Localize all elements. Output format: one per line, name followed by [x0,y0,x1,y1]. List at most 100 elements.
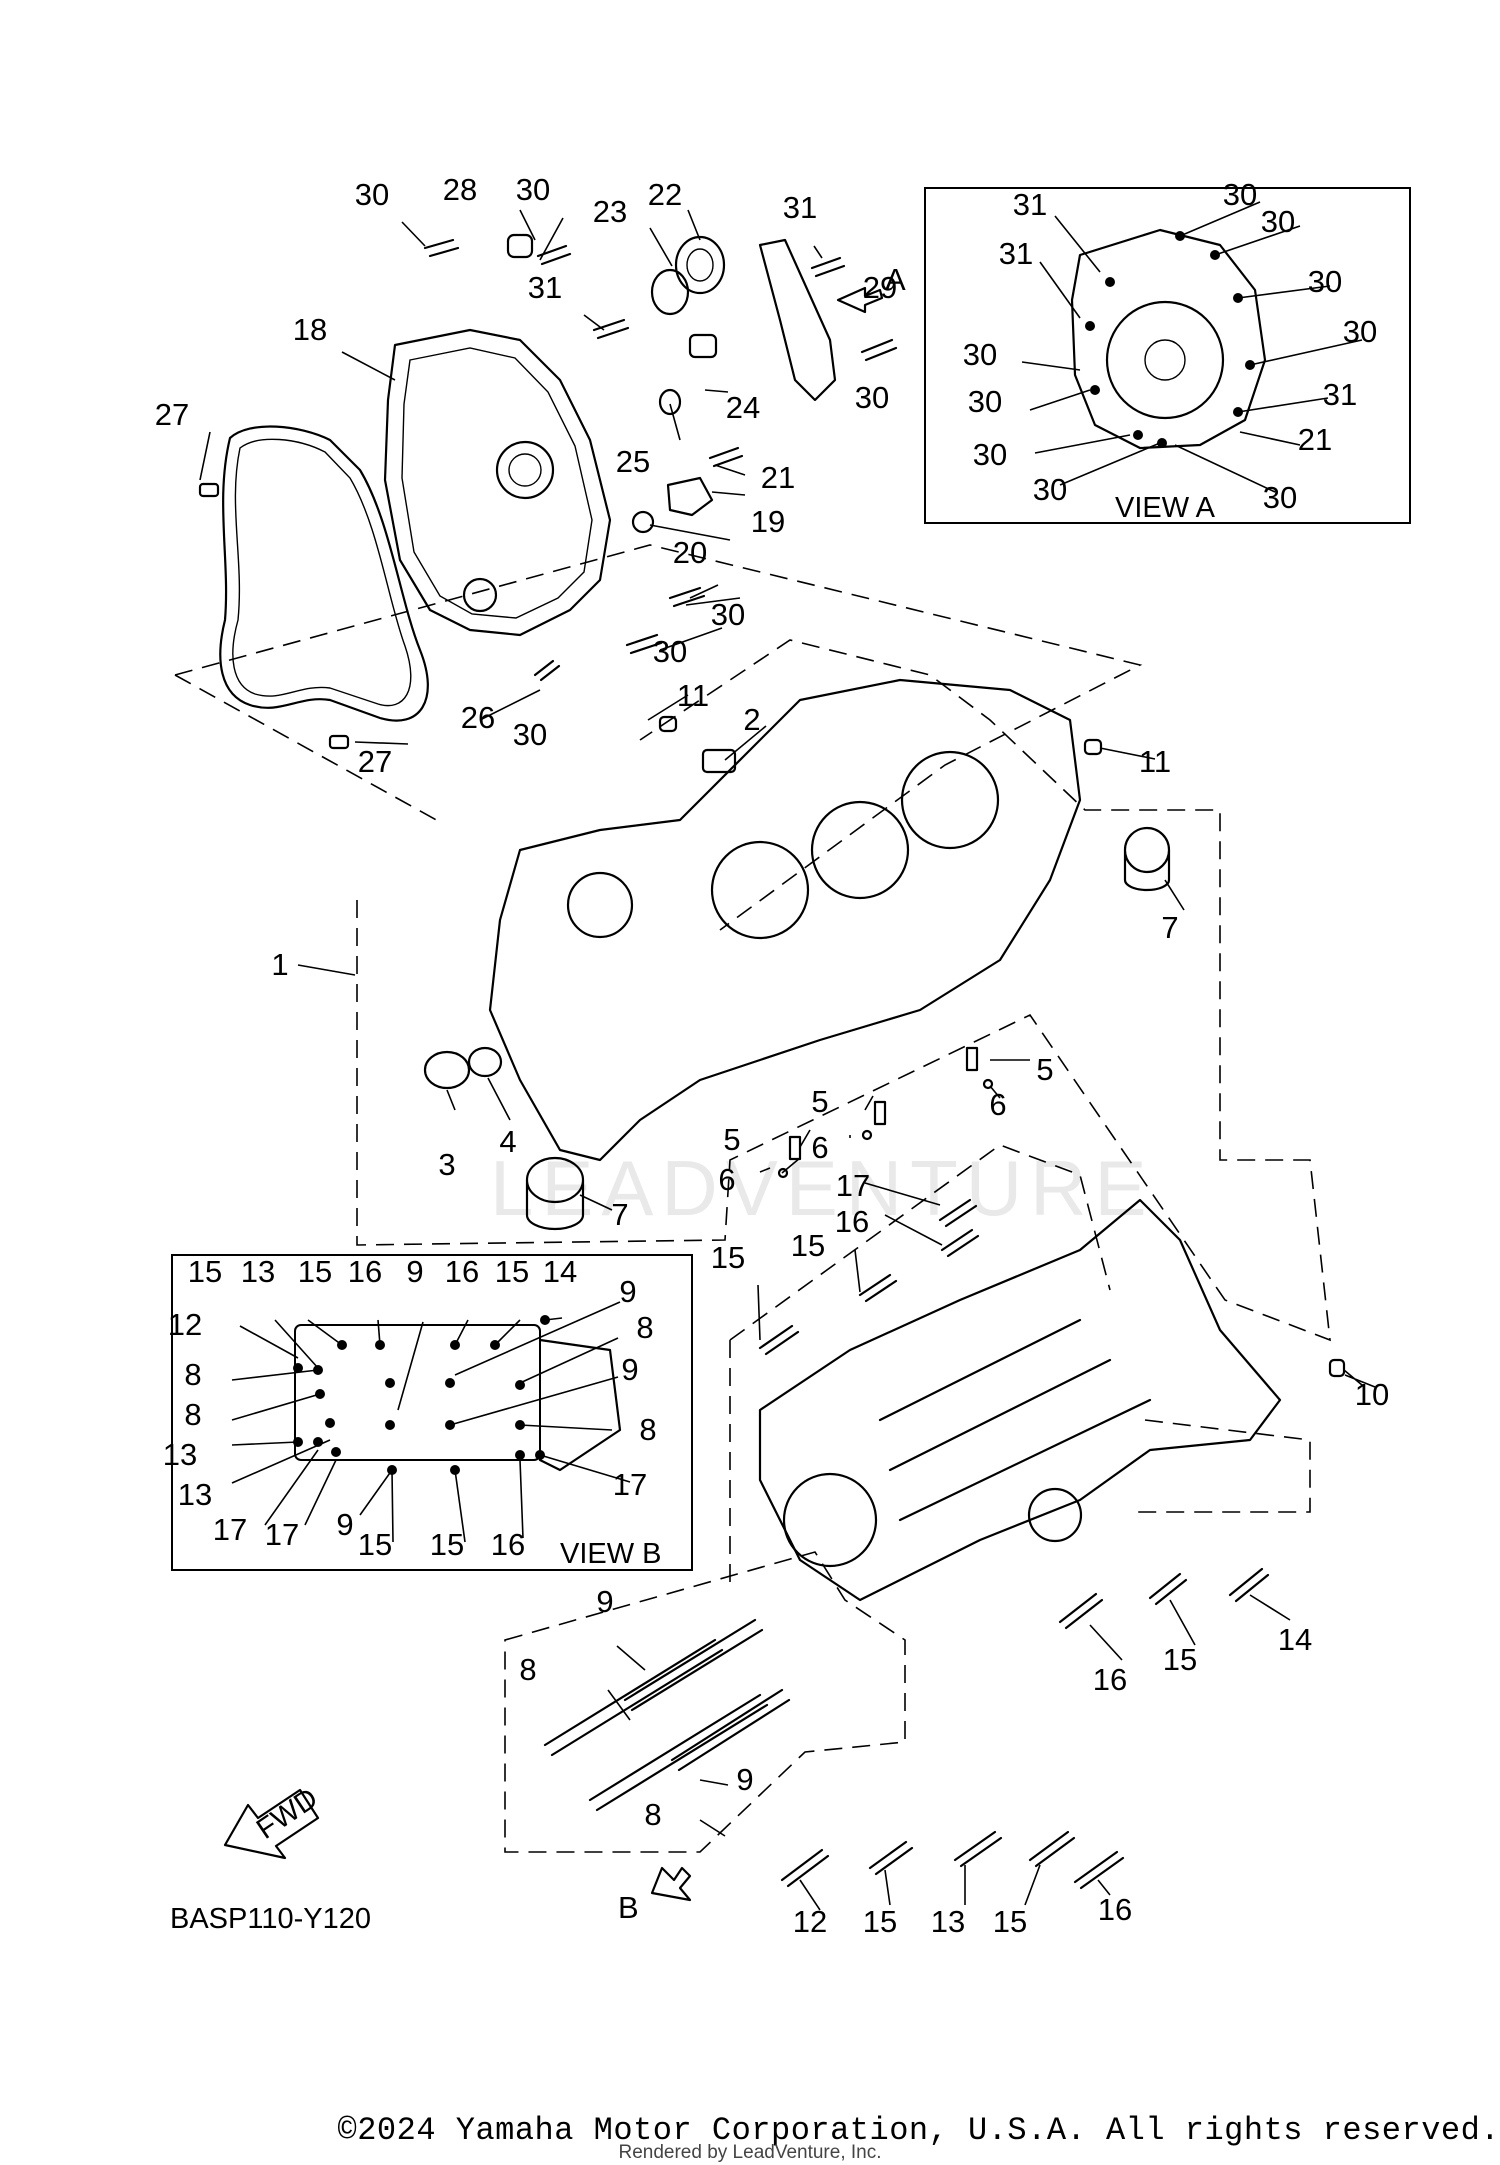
arrow-b-icon [650,1866,692,1902]
view-b-leaders [231,1301,631,1543]
dot [1105,277,1115,287]
callout-number: 15 [863,1904,897,1939]
callout-number: 5 [723,1122,740,1157]
dot [1090,385,1100,395]
callout-number: 19 [751,504,785,539]
callout-number: 9 [406,1254,423,1289]
callout-number: 16 [348,1254,382,1289]
cylinder-bore-2 [810,800,910,900]
lower-crankcase [758,1198,1346,1602]
callout-number: 11 [1139,744,1171,779]
callout-number: 18 [293,312,327,347]
view-b-case [294,1324,541,1461]
view-a-bolt-dots [1085,231,1255,448]
bolt-15-d [868,1840,914,1876]
rendered-by-notice: Rendered by LeadVenture, Inc. [618,2142,882,2163]
callout-number: 28 [443,172,477,207]
callout-number: 15 [298,1254,332,1289]
lower-crankcase-webs [878,1318,1152,1522]
callout-number: 11 [677,678,709,713]
callout-number: 30 [513,717,547,752]
dowel-pin-bottom [328,734,350,750]
callout-number: 26 [461,700,495,735]
callout-number: 29 [863,270,897,305]
gasket-inner [232,438,412,707]
callout-number: 30 [973,437,1007,472]
callout-number: 9 [619,1274,636,1309]
cover-boss-inner [508,453,542,487]
callout-number: 30 [1308,264,1342,299]
callout-number: 17 [613,1467,647,1502]
bolt-16-c [1073,1850,1125,1890]
bolt-15-b [758,1324,800,1356]
dowel-11-a [658,715,678,733]
crank-seal [1027,1487,1083,1543]
o-ring-20 [631,510,655,534]
callout-number: 5 [811,1084,828,1119]
arrow-a-label: A [885,262,906,297]
dot [1157,438,1167,448]
view-b-inset [171,1254,693,1571]
copyright-notice: ©2024 Yamaha Motor Corporation, U.S.A. A… [337,2112,1500,2149]
bolt-17 [938,1198,978,1228]
callout-number: 31 [528,270,562,305]
callout-number: 5 [1036,1052,1053,1087]
dowel-10 [1328,1358,1346,1378]
dowel-11-b [1083,738,1103,756]
callout-number: 13 [178,1477,212,1512]
view-a-label: VIEW A [1115,492,1216,524]
callout-number: 9 [736,1762,753,1797]
bolt-16-b [1058,1592,1104,1630]
callout-number: 8 [644,1797,661,1832]
oil-seal-inner [686,248,714,282]
arrow-a-icon [836,286,884,314]
callout-number: 17 [213,1512,247,1547]
cover-boundary [174,544,1143,931]
diagram-code: BASP110-Y120 [170,1903,371,1935]
callout-number: 16 [1098,1892,1132,1927]
view-a-hub [1144,339,1186,381]
circlip [650,268,690,316]
callout-number: 31 [783,190,817,225]
view-b-label: VIEW B [560,1538,662,1570]
plug [688,333,718,359]
callout-number: 30 [711,597,745,632]
long-bolt-boundary [504,1551,906,1853]
callout-number: 13 [931,1904,965,1939]
callout-number: 8 [519,1652,536,1687]
dot [385,1378,395,1388]
callout-number: 15 [993,1904,1027,1939]
callout-number: 24 [726,390,760,425]
callout-number: 31 [1013,187,1047,222]
callout-number: 17 [836,1168,870,1203]
leader-line-paths [199,209,1376,1911]
callout-number: 30 [355,177,389,212]
view-a-leaders [1021,201,1363,493]
callout-number: 15 [495,1254,529,1289]
bolt-21 [708,446,744,468]
callout-number: 6 [811,1130,828,1165]
callout-number: 30 [653,634,687,669]
callout-number: 23 [593,194,627,229]
bolt-14 [1228,1567,1270,1603]
dot [385,1420,395,1430]
crankcase-cover-inner [401,347,593,619]
callout-number: 21 [1298,422,1332,457]
callout-number: 30 [516,172,550,207]
view-b-frame [171,1254,693,1571]
callout-number: 15 [188,1254,222,1289]
oil-seal [674,235,726,295]
bolt-30-a [423,238,460,258]
bolt-30-c [668,586,706,608]
bolt-30-e [533,659,561,682]
callout-number: 31 [999,236,1033,271]
callout-number: 30 [1033,472,1067,507]
dot [515,1450,525,1460]
callout-number: 12 [793,1904,827,1939]
o-ring-6-b [861,1129,873,1141]
callout-number: 16 [1093,1662,1127,1697]
dot [1085,321,1095,331]
dowel-2 [701,748,737,774]
fitting-19 [666,476,714,517]
